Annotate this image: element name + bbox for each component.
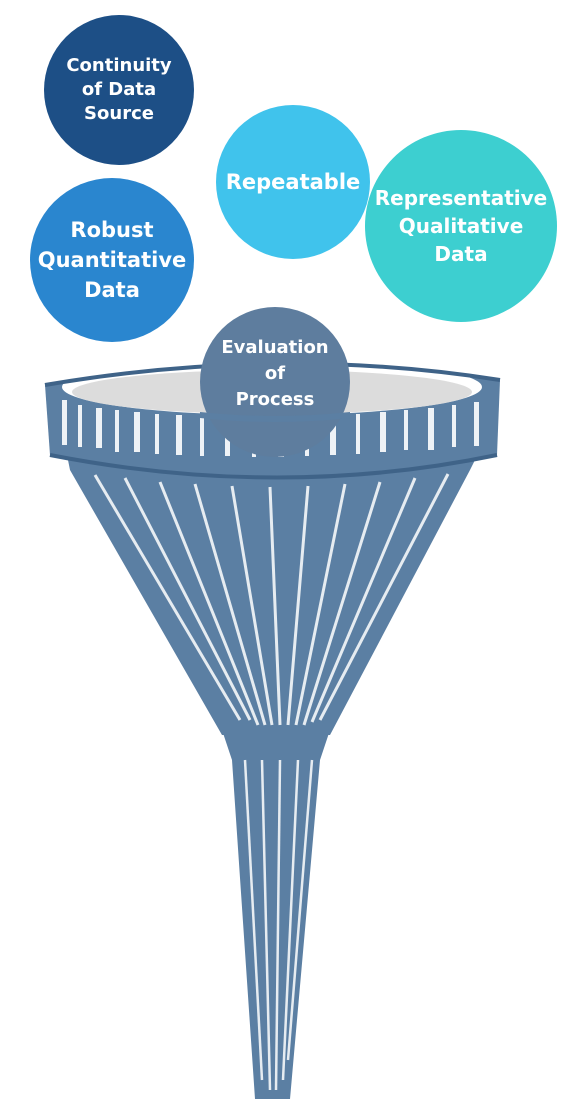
input-bubble-repeatable: Repeatable bbox=[216, 105, 370, 259]
input-label-repeatable: Repeatable bbox=[225, 170, 361, 194]
input-bubble-robust: Robust Quantitative Data bbox=[30, 178, 194, 342]
input-label-representative: Representative Qualitative Data bbox=[374, 186, 548, 266]
process-label: Evaluation of Process bbox=[221, 337, 329, 410]
input-bubble-continuity: Continuity of Data Source bbox=[44, 15, 194, 165]
funnel-cone bbox=[60, 420, 495, 735]
input-label-continuity: Continuity of Data Source bbox=[66, 55, 172, 124]
process-bubble-evaluation: Evaluation of Process bbox=[200, 307, 350, 457]
input-bubble-representative: Representative Qualitative Data bbox=[365, 130, 557, 322]
input-label-robust: Robust Quantitative Data bbox=[37, 218, 187, 302]
